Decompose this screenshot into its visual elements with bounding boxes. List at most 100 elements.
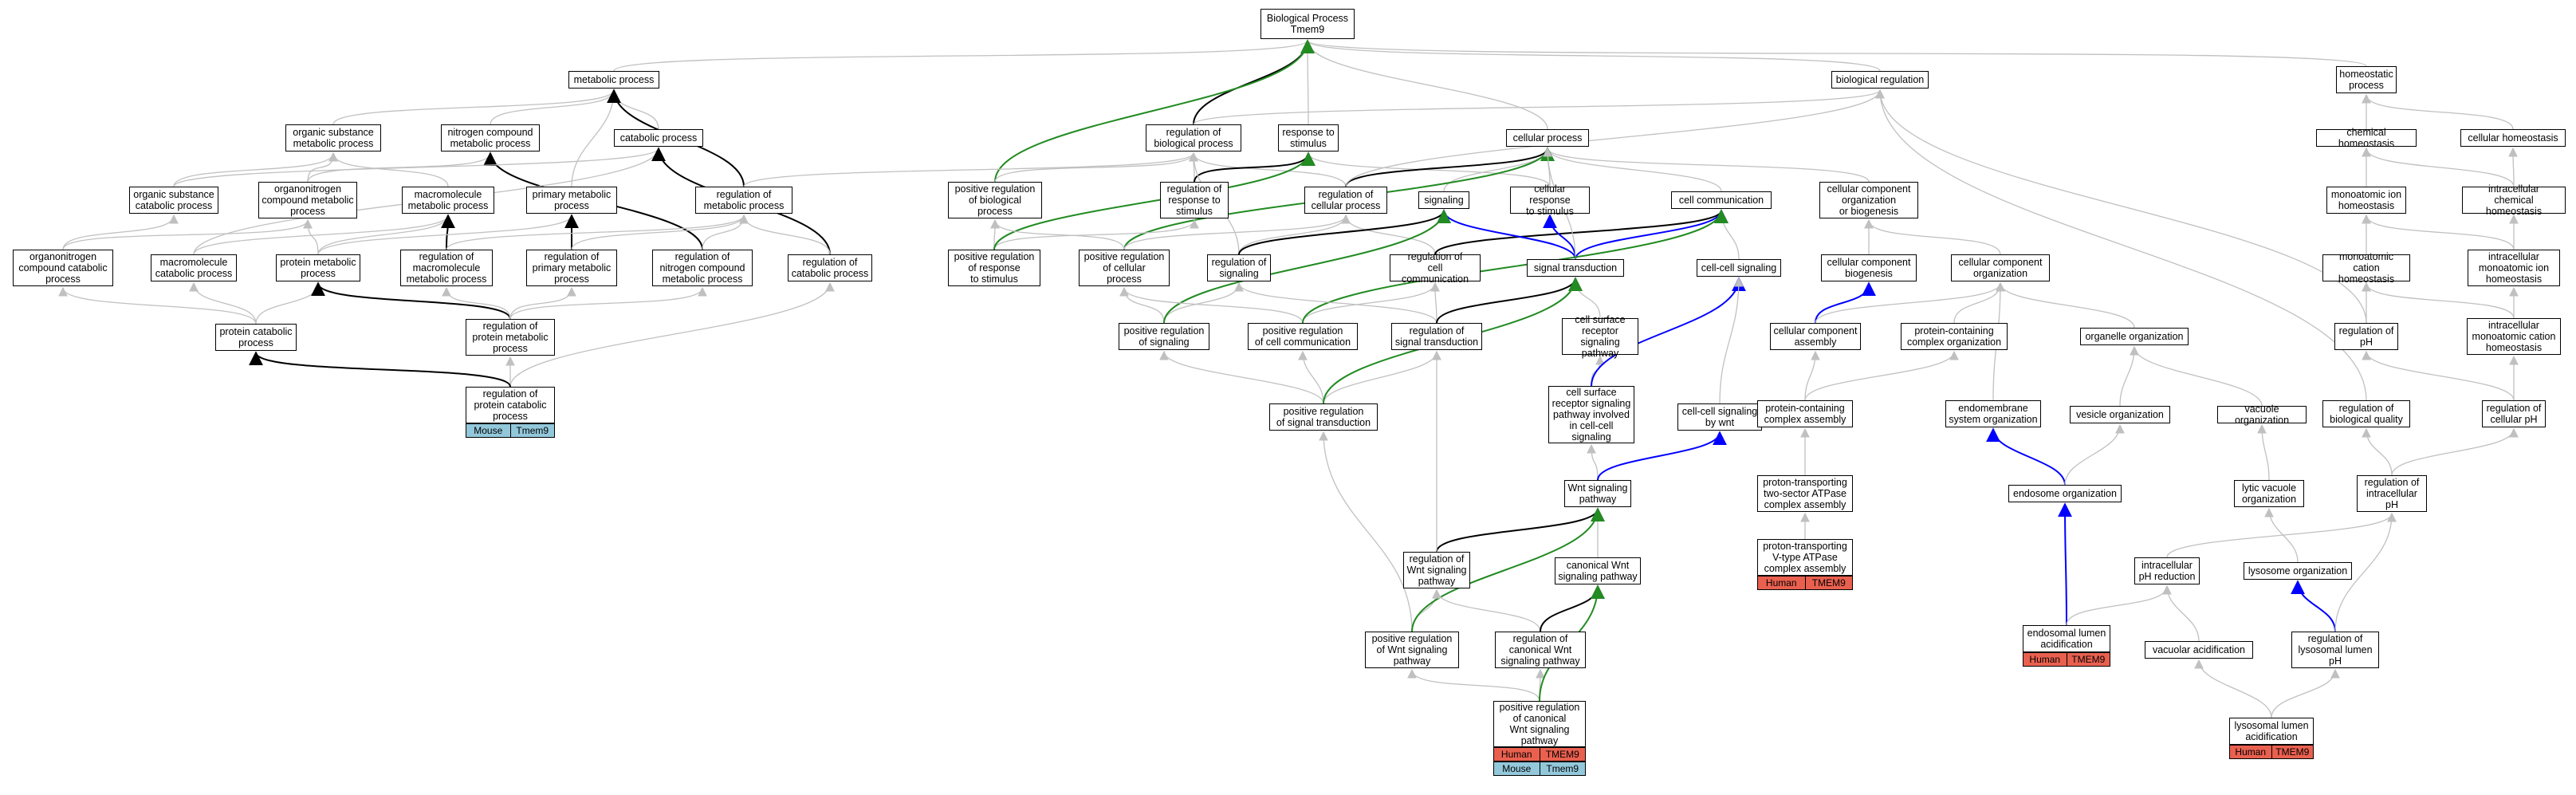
gene-label: Tmem9 [509, 424, 555, 437]
edge-regmac-to-regmet [446, 214, 749, 250]
edge-primary-to-metabolic [571, 89, 619, 187]
gene-label: TMEM9 [2066, 653, 2110, 666]
go-term-regnc: regulation of nitrogen compound metaboli… [652, 250, 753, 286]
go-term-posregbp: positive regulation of biological proces… [948, 182, 1042, 218]
go-term-oscat: organic substance catabolic process [129, 187, 218, 214]
edge-regpmp-to-regprim [509, 286, 576, 320]
edge-regbp-to-bioreg [1193, 89, 1885, 125]
go-term-ccorg: cellular component organization or bioge… [1819, 182, 1918, 218]
go-term-onmp: organonitrogen compound metabolic proces… [258, 182, 357, 218]
edge-pcasm-to-pcorg [1804, 350, 1959, 401]
edge-macmp-to-osmp [328, 152, 449, 187]
edge-bioreg-to-bp [1303, 39, 1881, 72]
edge-pcasm-to-ccasm [1804, 350, 1820, 401]
gene-label: TMEM9 [1539, 748, 1586, 761]
edge-icion-to-monoion [2362, 214, 2515, 250]
edge-posregsig-to-posregcell [1119, 286, 1165, 324]
edge-cellhomeo-to-homeo [2362, 93, 2514, 130]
edge-ccasm-to-ccbio [1815, 281, 1876, 324]
edge-regicph-to-regbq [2362, 427, 2393, 476]
go-term-cellhomeo: cellular homeostasis [2460, 129, 2566, 147]
go-term-regpmp: regulation of protein metabolic process [466, 319, 555, 356]
edge-regcell-to-cellproc [1345, 147, 1555, 187]
edge-regpcp-to-regcat [509, 281, 835, 388]
go-term-posregcell: positive regulation of cellular process [1079, 250, 1170, 286]
edge-oncat-to-oscat [62, 214, 179, 250]
go-term-endomem: endomembrane system organization [1945, 400, 2041, 427]
gene-label: TMEM9 [1804, 577, 1853, 589]
go-term-cellresp: cellular response to stimulus [1510, 183, 1590, 217]
edge-catab-to-metabolic [609, 89, 659, 130]
go-term-regsig: regulation of signaling [1207, 254, 1271, 281]
edge-regsig-to-signaling [1238, 209, 1451, 255]
edge-regcell-to-bioreg [1345, 89, 1885, 187]
edge-regcc-to-cellcomm [1434, 209, 1728, 255]
edge-posregsig-to-signaling [1163, 209, 1451, 324]
go-term-regpcp: regulation of protein catabolic process [466, 387, 555, 423]
go-term-csrsp: cell surface receptor signaling pathway [1562, 314, 1638, 359]
edge-lytvac-to-vacorg [2257, 423, 2270, 481]
edge-regbq-to-bioreg [1875, 89, 2367, 401]
species-gene-badge: Mouse Tmem9 [1493, 762, 1586, 776]
go-term-regcanwnt: regulation of canonical Wnt signaling pa… [1495, 632, 1586, 668]
edge-protcat-to-protmet [255, 281, 323, 325]
edge-regbp-to-bp [1193, 39, 1315, 125]
edge-posregst-to-posregsig [1159, 350, 1324, 404]
edge-oscat-to-osmp [173, 152, 338, 187]
go-term-vacorg: vacuole organization [2217, 403, 2307, 426]
edge-vacorg-to-orgorg [2130, 345, 2263, 407]
edge-regph-to-bioreg [1875, 89, 2367, 324]
gene-label: Tmem9 [1539, 762, 1586, 775]
species-label: Human [1765, 577, 1797, 588]
go-term-canwnt: canonical Wnt signaling pathway [1555, 557, 1641, 584]
edge-posregcanwnt-to-posregwnt [1407, 668, 1540, 702]
go-term-regcph: regulation of cellular pH [2482, 400, 2546, 427]
go-term-regbq: regulation of biological quality [2322, 400, 2410, 427]
go-term-maccat: macromolecule catabolic process [151, 254, 237, 281]
edge-protmet-to-primary [317, 214, 576, 255]
edge-regcell-to-regbp [1189, 152, 1347, 187]
go-term-endoorg: endosome organization [2008, 485, 2122, 502]
edge-ncmp-to-metabolic [490, 89, 619, 125]
go-term-regprim: regulation of primary metabolic process [526, 250, 617, 286]
edge-lysacid-to-reglysph [2271, 668, 2340, 718]
edge-ccsig-to-cellcomm [1717, 209, 1740, 260]
edge-reglysph-to-lysorg [2291, 580, 2336, 632]
species-label: Human [2029, 654, 2061, 665]
edge-regcanwnt-to-canwnt [1540, 584, 1605, 632]
edge-protmet-to-onmp [303, 218, 319, 255]
go-term-lysacid: lysosomal lumen acidification [2229, 718, 2314, 745]
species-label: Mouse [1502, 763, 1532, 774]
go-term-ccsigwnt: cell-cell signaling by wnt [1677, 403, 1762, 431]
edge-iccat-to-moncat [2362, 281, 2515, 319]
species-label: Human [2235, 746, 2267, 758]
go-term-reglysph: regulation of lysosomal lumen pH [2291, 632, 2379, 668]
edge-regicph-to-regcph [2391, 427, 2519, 476]
edge-regst-to-sigtrans [1436, 277, 1583, 324]
edge-wnt-to-ccsigwnt [1597, 431, 1727, 481]
edge-regsig-to-regcell [1238, 214, 1351, 255]
edge-oncat-to-onmp [62, 218, 313, 250]
go-term-macmp: macromolecule metabolic process [402, 187, 494, 214]
edge-regpmp-to-regmac [442, 286, 511, 320]
go-term-pcasm: protein-containing complex assembly [1757, 400, 1853, 427]
go-term-icion: intracellular monoatomic ion homeostasis [2468, 250, 2560, 286]
edge-regcc-to-regcell [1341, 214, 1436, 255]
go-term-icchem: intracellular chemical homeostasis [2462, 183, 2566, 217]
go-term-homeo: homeostatic process [2336, 66, 2397, 93]
edge-posregbp-to-regbp [994, 152, 1198, 183]
edge-oscat-to-catab [173, 147, 663, 187]
edge-endoorg-to-vesorg [2064, 423, 2125, 486]
edge-posregresp-to-resp [993, 152, 1316, 250]
edge-vacacid-to-icphred [2162, 584, 2200, 642]
go-term-bp: Biological Process Tmem9 [1260, 9, 1355, 39]
go-term-catab: catabolic process [614, 129, 703, 147]
go-term-regmac: regulation of macromolecule metabolic pr… [400, 250, 493, 286]
edge-ccasm-to-ccorg2 [1815, 281, 2005, 324]
species-gene-badge: Human TMEM9 [2023, 652, 2110, 667]
go-term-metabolic: metabolic process [568, 71, 659, 89]
go-term-regst: regulation of signal transduction [1391, 323, 1482, 350]
go-term-signaling: signaling [1418, 191, 1469, 209]
